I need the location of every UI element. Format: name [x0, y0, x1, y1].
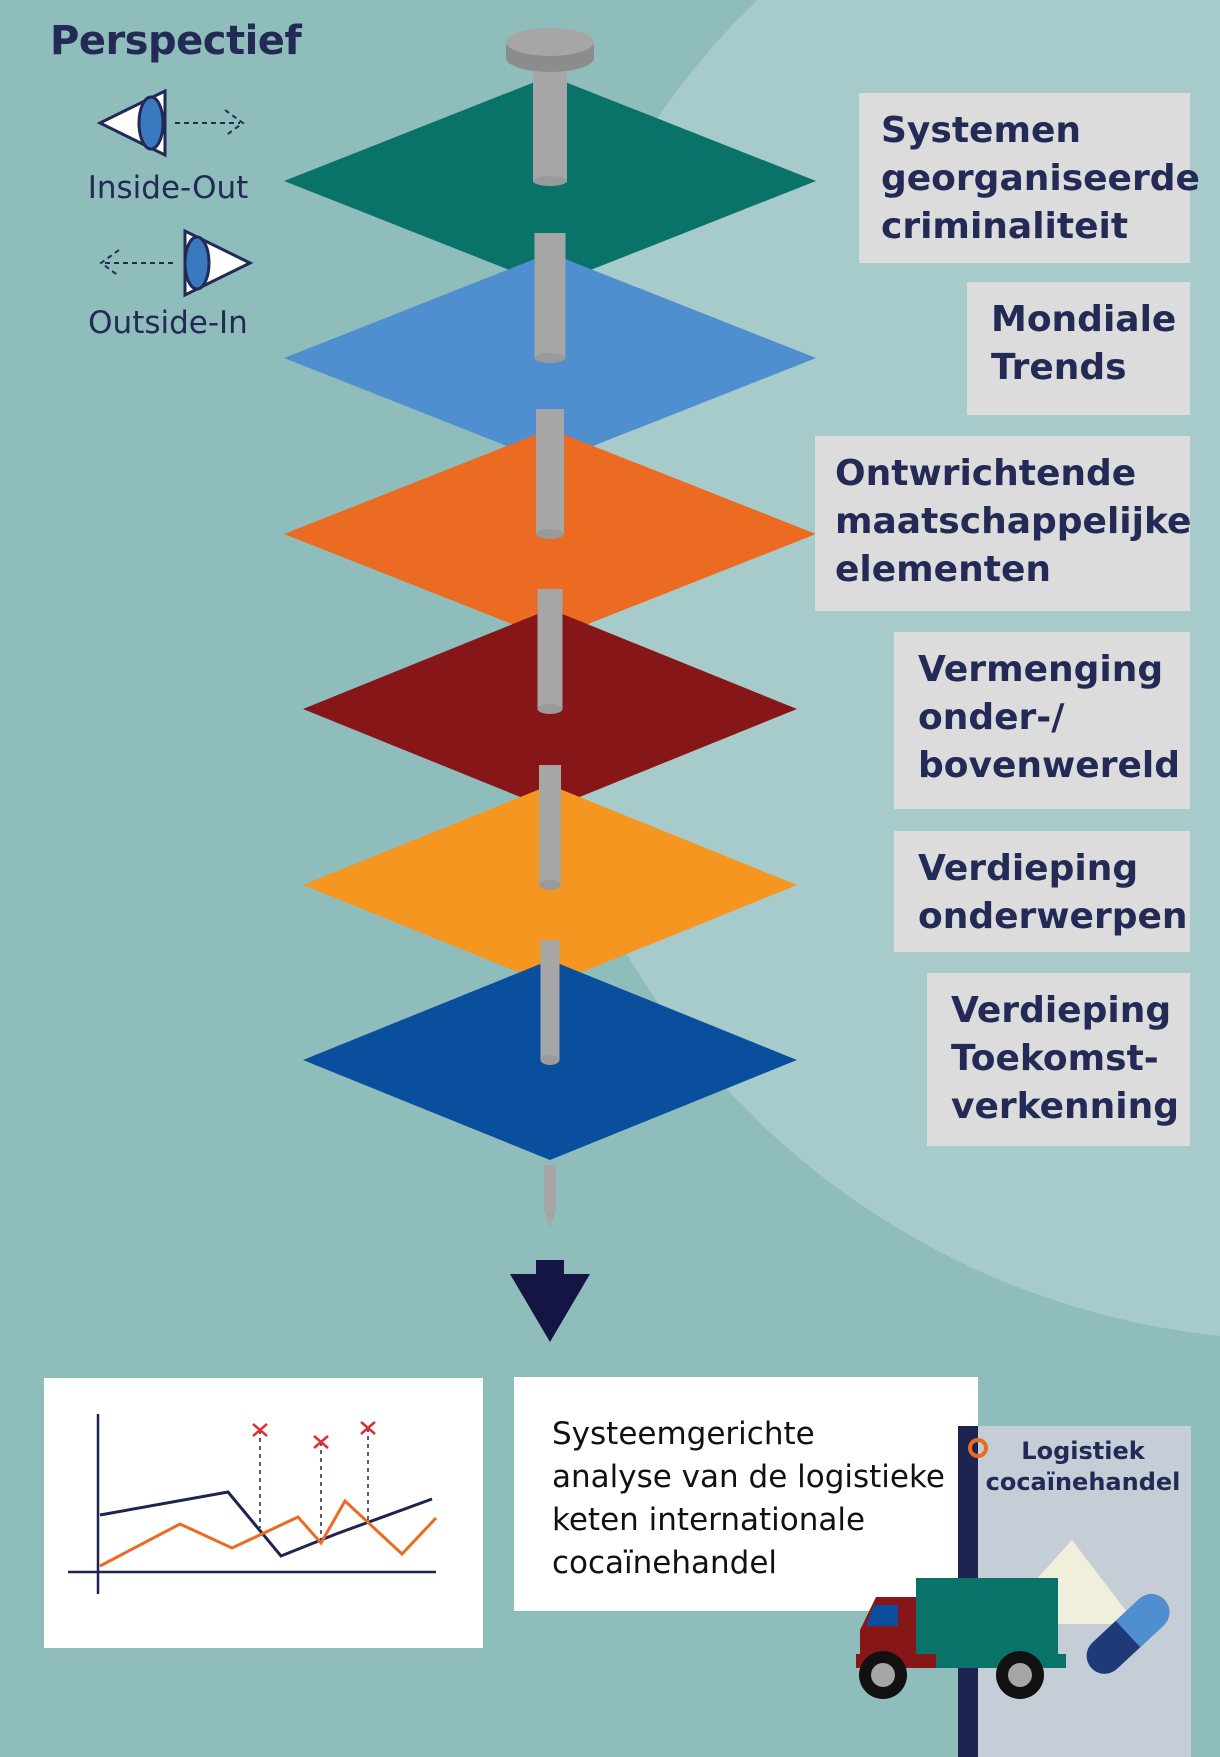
analysis-line-chart-icon — [68, 1414, 438, 1594]
pin-tip — [544, 1165, 556, 1228]
truck-icon — [856, 1578, 1066, 1699]
pin-shaft-end-3 — [536, 529, 564, 539]
book-title: Logistiek cocaïnehandel — [985, 1437, 1181, 1496]
inside-out-label: Inside-Out — [87, 170, 249, 206]
eye-outside-in-icon — [99, 228, 254, 298]
pin-shaft-4 — [537, 589, 563, 709]
eye-inside-out-icon — [96, 88, 245, 158]
pin-shaft-3 — [536, 409, 564, 534]
truck-powder-capsule-illustration — [856, 1540, 1170, 1699]
ring-icon — [968, 1438, 988, 1458]
arrow-down-icon — [510, 1260, 590, 1342]
result-text-card: Systeemgerichte analyse van de logistiek… — [514, 1377, 978, 1611]
pin-shaft-end-1 — [533, 176, 567, 186]
pin-shaft-end-5 — [539, 880, 561, 890]
pin-shaft-end-6 — [540, 1055, 560, 1065]
capsule-icon — [1086, 1594, 1170, 1674]
pin-shaft-end-4 — [537, 704, 563, 714]
pin-shaft-2 — [534, 233, 566, 358]
outside-in-label: Outside-In — [88, 305, 248, 341]
pin-shaft-end-2 — [534, 353, 566, 363]
layer-tag-systemen: Systemen georganiseerde criminaliteit — [859, 93, 1200, 263]
layer-tag-vermenging: Vermenging onder-/ bovenwereld — [894, 632, 1190, 809]
layer-stack — [284, 28, 816, 1228]
pin-head-top — [506, 28, 594, 56]
layer-tag-verdieping-onderwerpen: Verdieping onderwerpen — [894, 831, 1190, 952]
analysis-chart-card — [44, 1378, 483, 1648]
perspective-title: Perspectief — [50, 18, 302, 64]
layer-tag-verdieping-toekomst: Verdieping Toekomst- verkenning — [927, 973, 1190, 1146]
layer-tag-mondiale-trends: Mondiale Trends — [967, 282, 1190, 415]
layer-tag-ontwrichtende: Ontwrichtende maatschappelijke elementen — [815, 436, 1191, 611]
pin-shaft-6 — [540, 940, 560, 1060]
pin-shaft-5 — [539, 765, 561, 885]
